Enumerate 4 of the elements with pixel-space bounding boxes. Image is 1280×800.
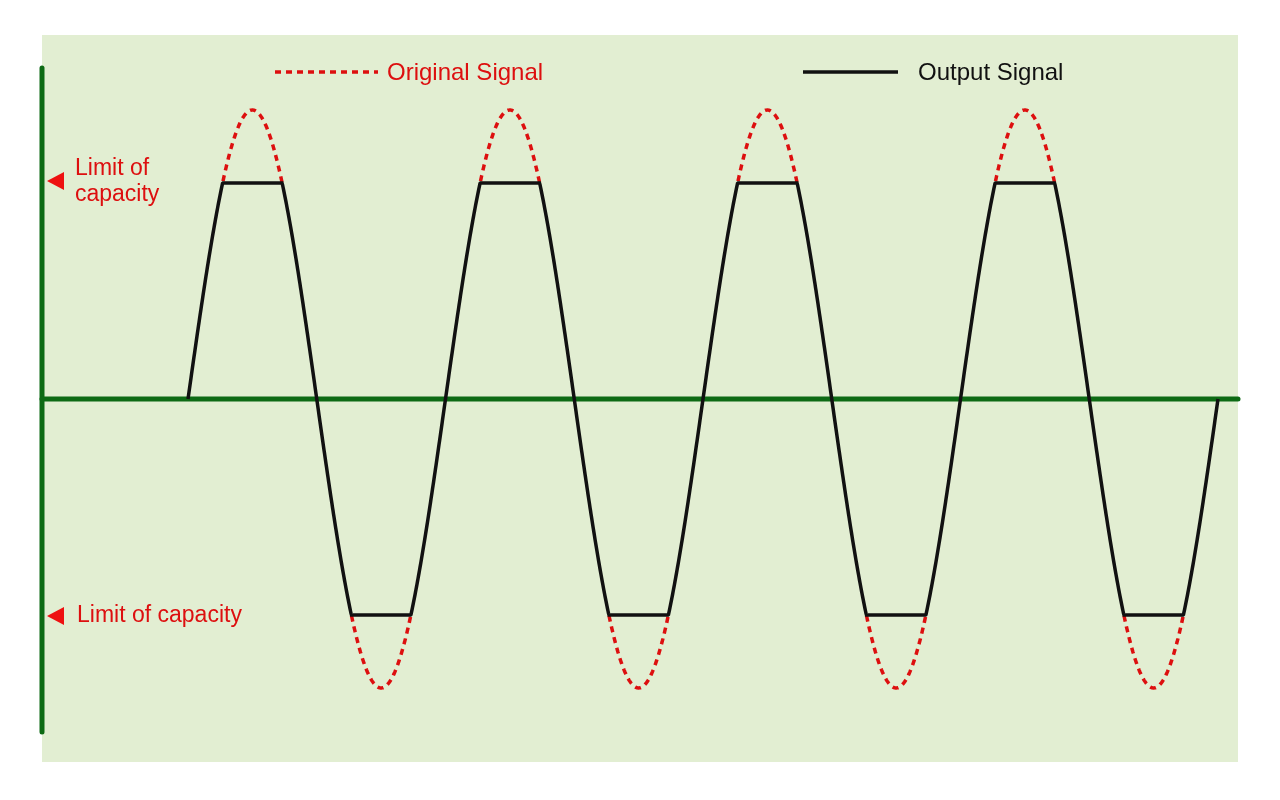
legend-label: Original Signal xyxy=(387,58,544,86)
legend-label: Output Signal xyxy=(918,58,1064,86)
limit-label: Limit of capacity xyxy=(75,154,161,207)
limit-label: Limit of capacity xyxy=(77,601,242,628)
